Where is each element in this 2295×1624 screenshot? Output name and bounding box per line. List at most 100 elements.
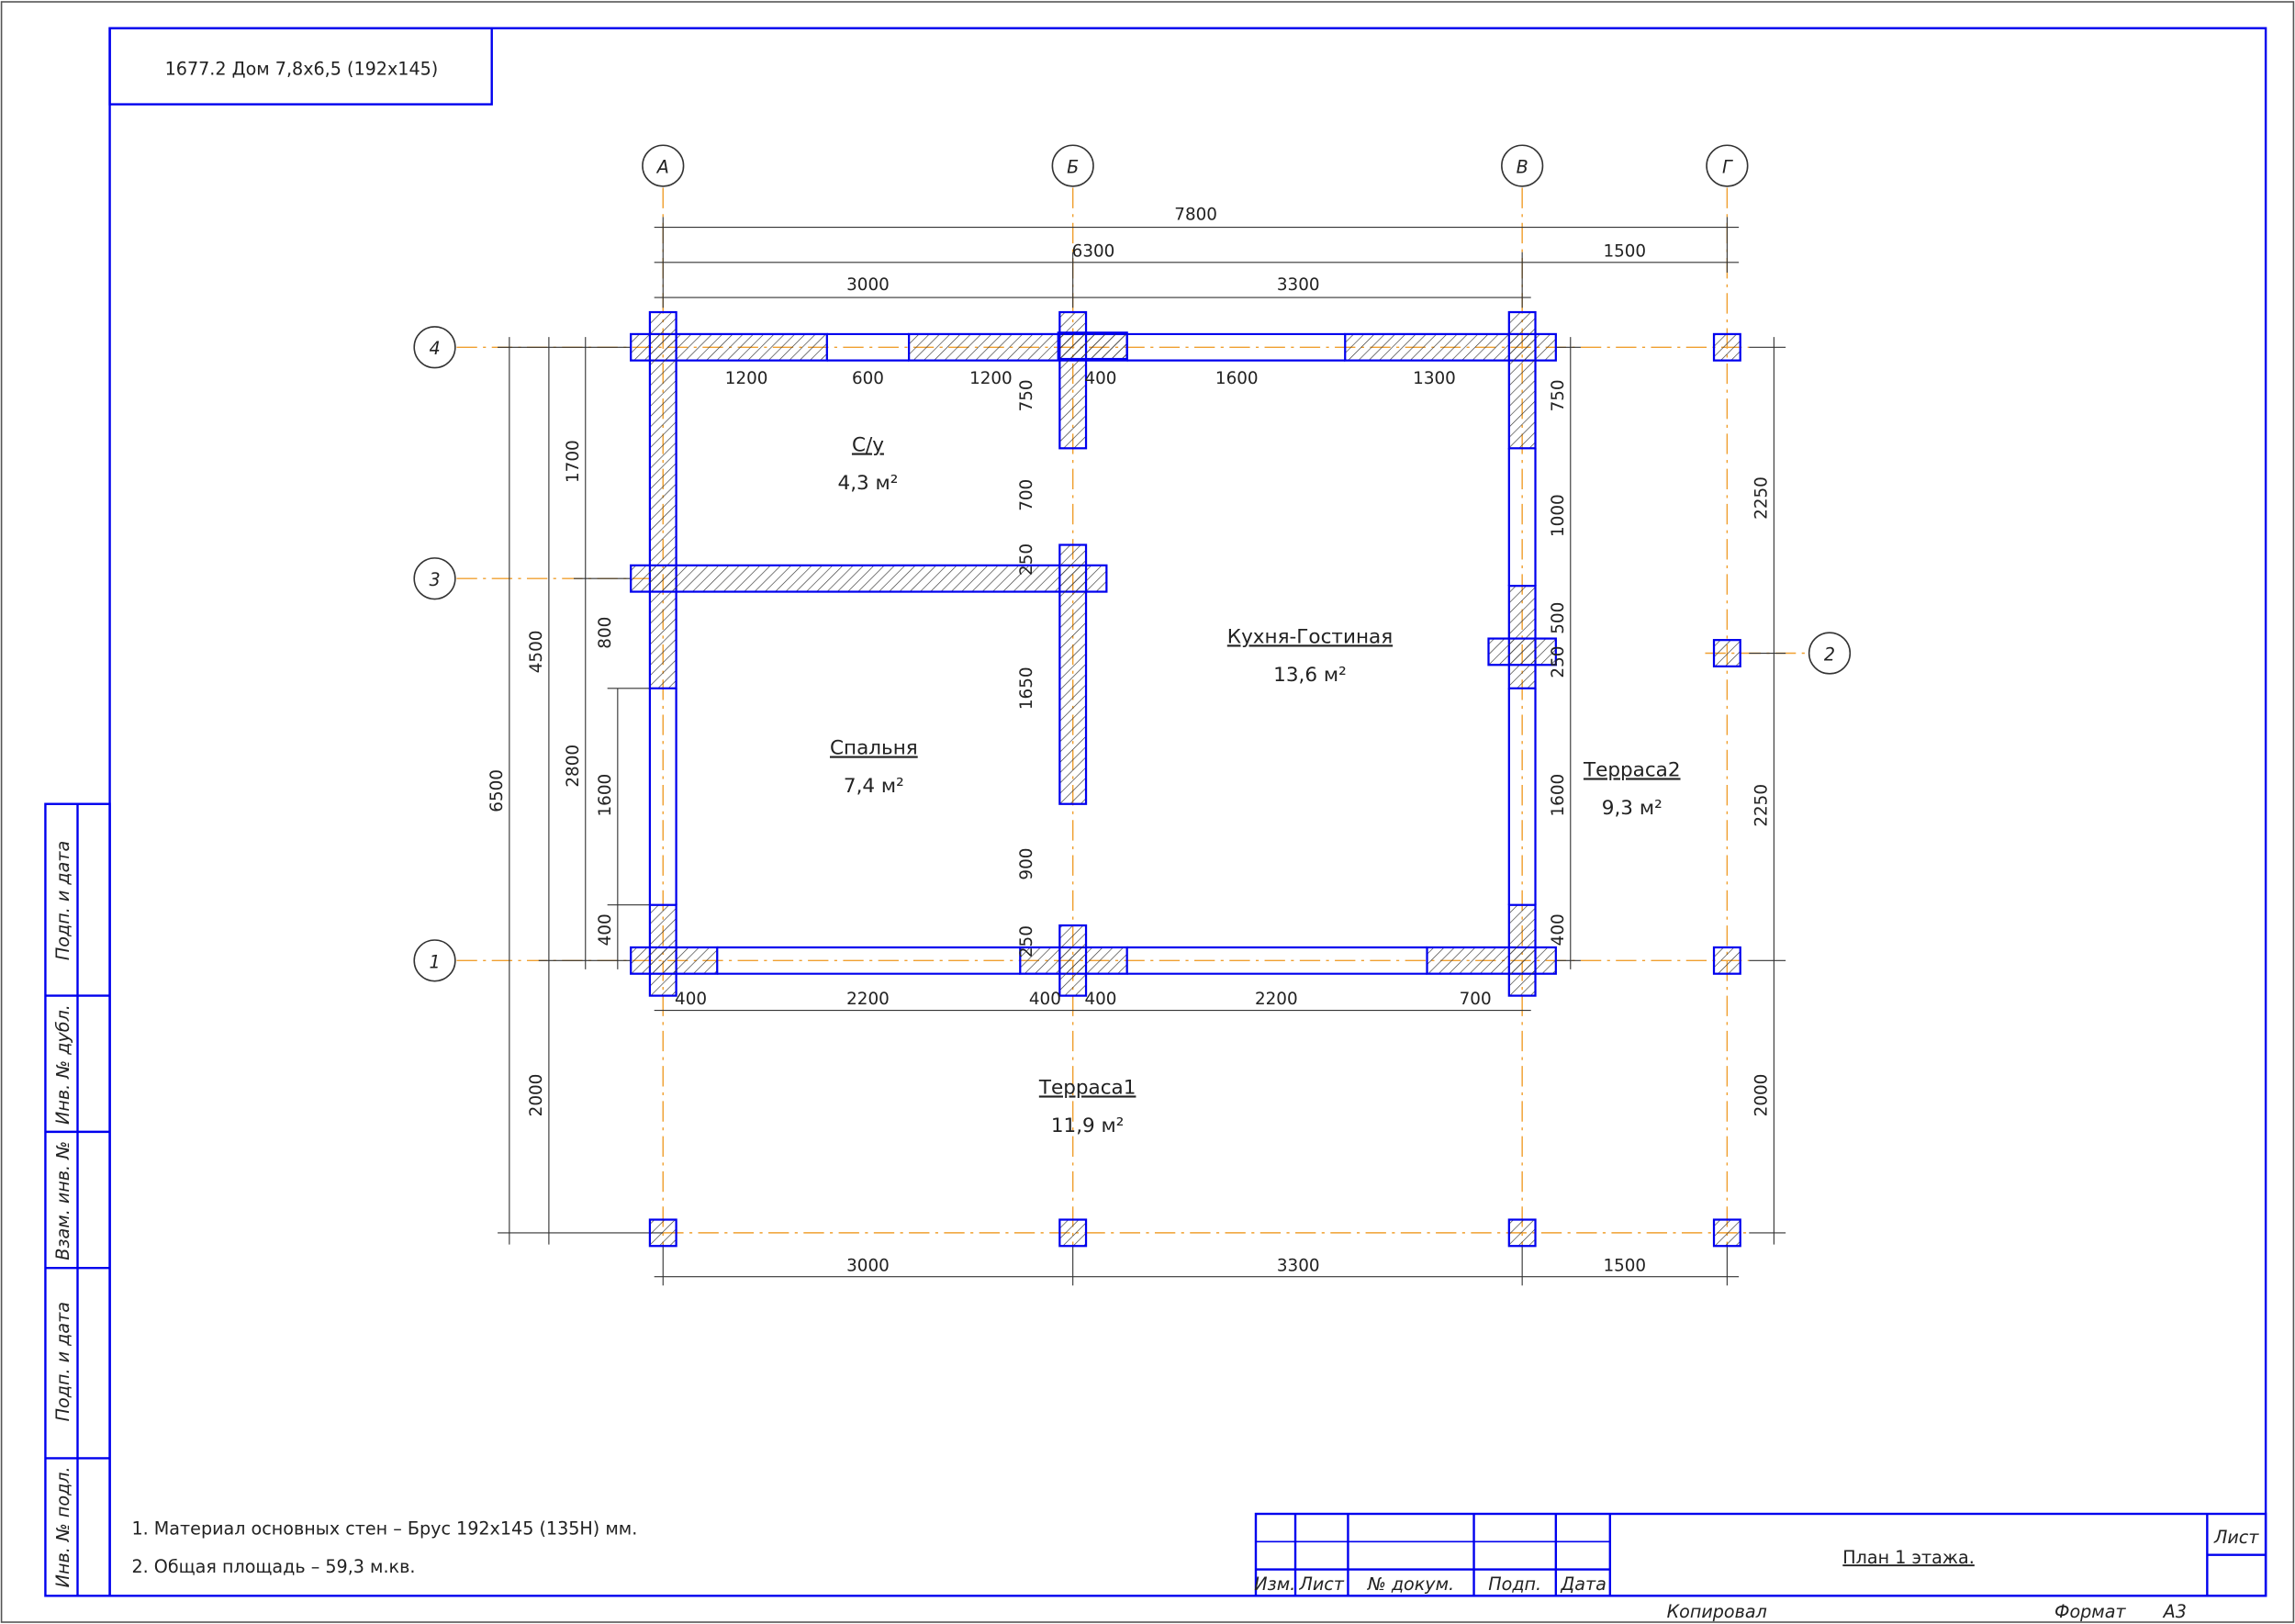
dimension-top: 3300 [1277, 275, 1320, 295]
axis-bubble-row-label: 1 [429, 951, 440, 972]
axis-bubble-row-label: 3 [429, 569, 440, 590]
dimension-left: 4500 [527, 631, 546, 674]
dimension-right-inner: 400 [1549, 913, 1568, 946]
side-stamp [44, 802, 111, 1597]
dimension-top-inner: 1200 [969, 369, 1013, 388]
title-block [1254, 1512, 2267, 1597]
room-name: С/у [852, 433, 884, 456]
post [648, 1218, 677, 1248]
post [1507, 1218, 1537, 1248]
dimension-axis-b_vertical: 700 [1017, 479, 1036, 511]
room-name: Спальня [830, 737, 918, 760]
side-stamp-label: Взам. инв. № [52, 1141, 73, 1260]
room-area: 13,6 м² [1273, 664, 1347, 687]
axis-bubble-col: А [642, 144, 685, 187]
side-stamp-label: Инв. № дубл. [52, 1004, 73, 1125]
dimension-axis-b_vertical: 750 [1017, 379, 1036, 411]
room-name: Терраса1 [1038, 1076, 1136, 1099]
dimension-top: 3000 [846, 275, 890, 295]
dimension-axis-b_vertical: 900 [1017, 848, 1036, 880]
dimension-top: 6300 [1072, 241, 1115, 261]
dimension-bottom-inner: 400 [1029, 990, 1061, 1009]
axis-bubble-col: В [1501, 144, 1544, 187]
dimension-top-inner: 600 [852, 369, 884, 388]
axis-bubble-col-label: А [655, 157, 669, 178]
post [1712, 332, 1741, 362]
title-block-header: Дата [1560, 1574, 1606, 1595]
dimension-left: 800 [596, 617, 615, 649]
wall-segment [1507, 903, 1537, 997]
note-2: 2. Общая площадь – 59,3 м.кв. [131, 1556, 415, 1577]
wall-segment [1507, 310, 1537, 450]
dimension-bottom-inner: 400 [675, 990, 707, 1009]
drawing-frame [108, 27, 2267, 1597]
note-1: 1. Материал основных стен – Брус 192х145… [131, 1518, 637, 1539]
post [1058, 1218, 1088, 1248]
title-block-header: № докум. [1367, 1574, 1454, 1595]
dimension-top-inner: 400 [1084, 369, 1116, 388]
dimension-top-inner: 1300 [1413, 369, 1456, 388]
wall-segment [1058, 924, 1088, 997]
room-area: 7,4 м² [844, 775, 904, 798]
axis-bubble-row: 4 [413, 326, 456, 369]
dimension-top: 7800 [1174, 206, 1217, 225]
dimension-axis-b_vertical: 250 [1017, 543, 1036, 576]
dimension-right-inner: 750 [1549, 379, 1568, 411]
dimension-left: 2000 [527, 1074, 546, 1117]
post [1712, 946, 1741, 975]
axis-bubble-col: Б [1051, 144, 1094, 187]
axis-bubble-col-label: Б [1067, 157, 1079, 178]
wall-segment [1507, 585, 1537, 689]
wall-segment [630, 564, 1108, 593]
dimension-far-right: 2250 [1752, 784, 1771, 827]
post [1712, 639, 1741, 667]
wall-segment [1058, 543, 1088, 805]
dimension-bottom: 1500 [1603, 1256, 1646, 1275]
wall-segment [1426, 946, 1557, 975]
dimension-lines [498, 217, 1786, 1286]
room-area: 9,3 м² [1602, 797, 1662, 820]
dimension-left: 6500 [487, 769, 507, 812]
wall-segment [648, 310, 677, 689]
dimension-top-inner: 1200 [725, 369, 768, 388]
dimension-left: 400 [596, 913, 615, 946]
dimension-bottom: 3300 [1277, 1256, 1320, 1275]
dimension-right-inner: 250 [1549, 646, 1568, 678]
dimension-right-inner: 1000 [1549, 494, 1568, 537]
axis-bubble-col-label: В [1517, 157, 1528, 178]
dimension-left: 1700 [564, 440, 583, 483]
axis-bubble-row-label: 4 [429, 338, 440, 359]
side-stamp-label: Подп. и дата [52, 1302, 73, 1421]
axis-bubble-col: Г [1706, 144, 1749, 187]
room-area: 11,9 м² [1051, 1114, 1125, 1137]
wall-segment [1057, 331, 1128, 361]
axis-bubble-row: 1 [413, 939, 456, 982]
dimension-bottom-inner: 700 [1460, 990, 1492, 1009]
side-stamp-label: Подп. и дата [52, 841, 73, 960]
side-stamp-label: Инв. № подл. [52, 1466, 73, 1587]
dimension-top-inner: 1600 [1215, 369, 1259, 388]
terrace-posts [648, 332, 1741, 1248]
dimension-axis-b_vertical: 250 [1017, 925, 1036, 958]
room-area: 4,3 м² [838, 472, 899, 495]
wall-segment [630, 946, 719, 975]
room-label: Спальня 7,4 м² [830, 737, 918, 798]
dimension-left: 1600 [596, 774, 615, 817]
format-label: Формат [2054, 1601, 2126, 1622]
project-title-box: 1677.2 Дом 7,8х6,5 (192х145) [108, 27, 493, 106]
title-block-header: Подп. [1488, 1574, 1541, 1595]
room-label: С/у 4,3 м² [838, 433, 899, 494]
dimension-right-inner: 500 [1549, 602, 1568, 634]
dimension-bottom: 3000 [846, 1256, 890, 1275]
title-block-header: Лист [1298, 1574, 1344, 1595]
dimension-right-inner: 1600 [1549, 774, 1568, 817]
format-value: А3 [2162, 1601, 2187, 1622]
title-block-header: Изм. [1254, 1574, 1295, 1595]
wall-segment [1487, 637, 1557, 666]
dimension-left: 2800 [564, 745, 583, 788]
room-label: Терраса1 11,9 м² [1038, 1076, 1136, 1137]
dimension-top: 1500 [1603, 241, 1646, 261]
